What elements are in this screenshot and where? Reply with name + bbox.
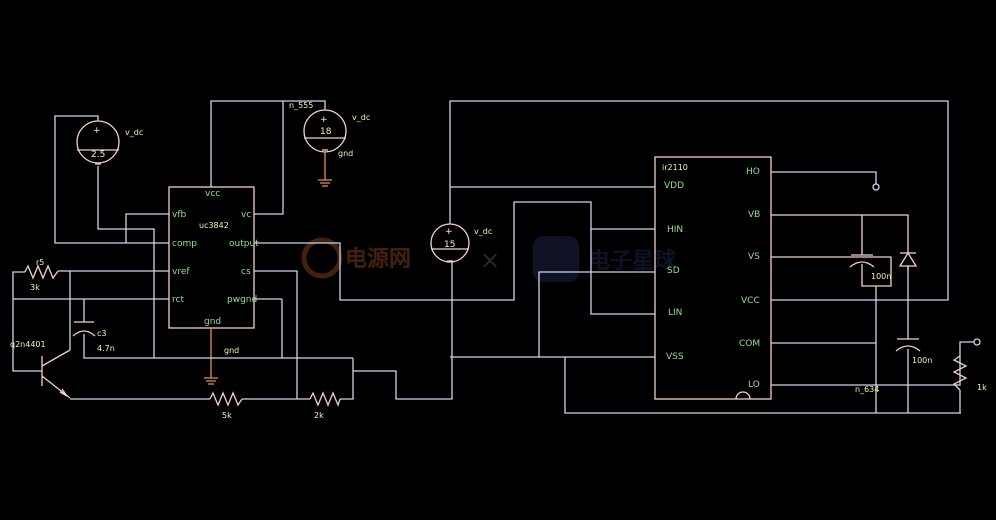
gnd-label: gnd (224, 346, 239, 355)
watermark-separator: × (480, 246, 500, 274)
pin-cs: cs (241, 267, 251, 277)
pin-hin: HIN (667, 225, 683, 235)
pin-vcc: vcc (205, 189, 220, 199)
source-value: 15 (444, 240, 455, 250)
voltage-source-18v[interactable]: + 18 (303, 109, 347, 153)
c3-label: c3 (97, 329, 107, 338)
q1-label: q2n4401 (10, 340, 46, 349)
source-value: 2.5 (91, 150, 105, 160)
uc3842-label: uc3842 (199, 221, 229, 230)
ground-icon (318, 152, 332, 187)
pin-gnd: gnd (204, 317, 221, 327)
c-boot-value: 100n (871, 272, 891, 281)
c-out-value: 100n (912, 356, 932, 365)
wire (54, 115, 169, 358)
pin-pwgnd: pwgnd (227, 295, 257, 305)
terminal-ho[interactable] (872, 183, 880, 191)
robot-logo-icon (533, 236, 579, 282)
pin-vref: vref (172, 267, 190, 277)
svg-text:+: + (445, 227, 453, 237)
wire (254, 201, 655, 315)
c3-value: 4.7n (97, 344, 115, 353)
r5-label: r5 (36, 258, 44, 267)
ground-icon (204, 328, 218, 385)
resistor-r5[interactable] (24, 264, 59, 280)
pin-lo: LO (748, 380, 760, 390)
pin-comp: comp (172, 239, 197, 249)
ir2110-label: ir2110 (662, 163, 688, 172)
voltage-source-2v5[interactable]: + 2.5 (76, 120, 120, 165)
capacitor-bootstrap[interactable] (849, 254, 875, 268)
pin-lin: LIN (668, 308, 682, 318)
terminal-output[interactable] (973, 338, 981, 346)
pin-com: COM (739, 339, 760, 349)
wire (83, 298, 353, 359)
wire (771, 341, 974, 413)
capacitor-output[interactable] (895, 338, 921, 352)
watermark-dianyuan: 电源网 × (301, 237, 500, 279)
pin-output: output (229, 239, 259, 249)
pin-vfb: vfb (172, 210, 186, 220)
gnd-label: gnd (338, 149, 353, 158)
watermark-text-right: 电子星球 (588, 249, 677, 274)
ir2110-chip[interactable] (654, 156, 772, 400)
wire (771, 171, 909, 413)
transistor-q2n4401[interactable] (41, 349, 71, 399)
svg-text:+: + (320, 115, 328, 125)
svg-text:+: + (93, 126, 101, 136)
r-5k-value: 5k (222, 411, 232, 420)
wire (70, 262, 453, 400)
source-label: v_dc (474, 227, 492, 236)
uc3842-chip[interactable] (168, 186, 255, 329)
plug-logo-icon (301, 237, 343, 279)
pin-vdd: VDD (664, 181, 684, 191)
watermark-dianzixingqiu: 电子星球 (533, 236, 677, 282)
resistor-5k[interactable] (209, 391, 243, 407)
pin-vb: VB (748, 210, 760, 220)
wire (771, 214, 909, 287)
pin-vss: VSS (666, 352, 684, 362)
diode[interactable] (898, 251, 918, 267)
resistor-2k[interactable] (309, 391, 341, 407)
pin-rct: rct (172, 295, 184, 305)
chip-notch (735, 391, 751, 400)
wire (449, 100, 961, 414)
pin-vcc-ir: VCC (741, 296, 760, 306)
voltage-source-15v[interactable]: + 15 (430, 223, 470, 263)
pin-vs: VS (748, 252, 760, 262)
source-label: v_dc (352, 113, 370, 122)
pin-sd: SD (667, 266, 680, 276)
net-label-n555: n_555 (289, 101, 313, 110)
resistor-1k[interactable] (952, 355, 968, 391)
source-value: 18 (320, 127, 332, 137)
r5-value: 3k (30, 283, 40, 292)
wire (210, 100, 326, 215)
wire (12, 270, 169, 372)
pin-ho: HO (746, 167, 760, 177)
pin-vc: vc (241, 210, 251, 220)
capacitor-c3[interactable] (72, 321, 96, 337)
r-2k-value: 2k (314, 411, 324, 420)
r-1k-value: 1k (977, 383, 987, 392)
source-label: v_dc (125, 128, 143, 137)
watermark-text-left: 电源网 (345, 247, 411, 272)
net-label-n634: n_634 (855, 385, 879, 394)
